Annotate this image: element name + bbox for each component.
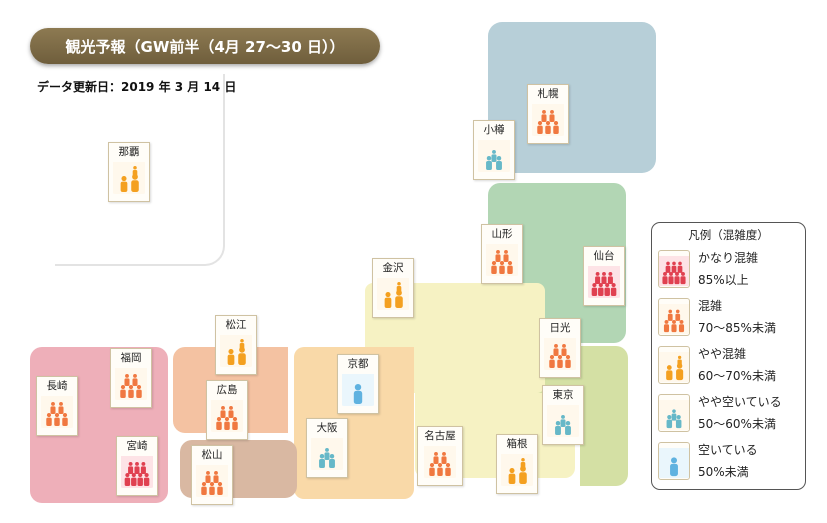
region-hokkaido	[488, 22, 656, 173]
city-card-nagoya[interactable]: 名古屋	[417, 426, 463, 486]
crowd-level-icon	[658, 442, 690, 480]
legend-item-somewhat-empty: やや空いている 50〜60%未満	[658, 391, 803, 437]
city-name: 名古屋	[424, 430, 456, 442]
crowd-level-icon	[500, 452, 534, 486]
city-card-nikko[interactable]: 日光	[539, 318, 581, 378]
legend-title: 凡例（混雑度）	[688, 228, 769, 242]
crowd-level-icon	[658, 298, 690, 336]
region-kanto-east	[580, 346, 628, 486]
crowd-level-icon	[658, 346, 690, 384]
crowd-level-icon	[310, 436, 344, 470]
page-title-bar: 観光予報（GW前半（4月 27〜30 日））	[30, 28, 380, 64]
legend-label: 空いている	[698, 443, 758, 457]
crowd-level-icon	[376, 276, 410, 310]
city-name: 京都	[347, 358, 369, 370]
city-card-hiroshima[interactable]: 広島	[206, 380, 248, 440]
crowd-level-icon	[477, 138, 511, 172]
city-name: 金沢	[382, 262, 404, 274]
city-name: 那覇	[118, 146, 140, 158]
legend-range: 60〜70%未満	[698, 369, 776, 383]
city-name: 大阪	[316, 422, 338, 434]
page-title: 観光予報（GW前半（4月 27〜30 日））	[65, 37, 345, 56]
city-card-naha[interactable]: 那覇	[108, 142, 150, 202]
crowd-level-icon	[546, 403, 580, 437]
city-card-matsuyama[interactable]: 松山	[191, 445, 233, 505]
crowd-level-icon	[531, 102, 565, 136]
city-card-kyoto[interactable]: 京都	[337, 354, 379, 414]
crowd-level-icon	[543, 336, 577, 370]
crowd-level-icon	[40, 394, 74, 428]
city-name: 松江	[225, 319, 247, 331]
city-name: 札幌	[537, 88, 559, 100]
city-card-kanazawa[interactable]: 金沢	[372, 258, 414, 318]
crowd-level-icon	[120, 454, 154, 488]
city-name: 松山	[201, 449, 223, 461]
city-card-matsue[interactable]: 松江	[215, 315, 257, 375]
legend-item-crowded: 混雑 70〜85%未満	[658, 295, 803, 341]
city-name: 東京	[552, 389, 574, 401]
city-card-sendai[interactable]: 仙台	[583, 246, 625, 306]
legend-label: かなり混雑	[698, 251, 759, 265]
crowd-level-icon	[112, 160, 146, 194]
city-card-fukuoka[interactable]: 福岡	[110, 348, 152, 408]
crowd-level-icon	[210, 398, 244, 432]
legend-range: 50〜60%未満	[698, 417, 776, 431]
crowd-level-icon	[485, 242, 519, 276]
city-name: 山形	[491, 228, 513, 240]
update-date: データ更新日：2019 年 3 月 14 日	[37, 80, 237, 94]
crowd-level-icon	[341, 372, 375, 406]
legend-label: やや空いている	[698, 395, 782, 409]
city-name: 長崎	[46, 380, 68, 392]
city-card-sapporo[interactable]: 札幌	[527, 84, 569, 144]
city-card-miyazaki[interactable]: 宮崎	[116, 436, 158, 496]
city-card-tokyo[interactable]: 東京	[542, 385, 584, 445]
legend-range: 85%以上	[698, 273, 749, 287]
legend-label: やや混雑	[698, 347, 747, 361]
city-card-otaru[interactable]: 小樽	[473, 120, 515, 180]
city-card-nagasaki[interactable]: 長崎	[36, 376, 78, 436]
crowd-level-icon	[423, 444, 457, 478]
city-card-osaka[interactable]: 大阪	[306, 418, 348, 478]
city-name: 日光	[549, 322, 571, 334]
city-name: 福岡	[120, 352, 142, 364]
city-name: 箱根	[506, 438, 528, 450]
legend-item-empty: 空いている 50%未満	[658, 439, 803, 485]
city-name: 小樽	[483, 124, 505, 136]
city-card-hakone[interactable]: 箱根	[496, 434, 538, 494]
crowd-level-icon	[219, 333, 253, 367]
city-card-yamagata[interactable]: 山形	[481, 224, 523, 284]
city-name: 仙台	[593, 250, 615, 262]
crowd-level-icon	[195, 463, 229, 497]
legend-item-somewhat-crowded: やや混雑 60〜70%未満	[658, 343, 803, 389]
okinawa-inset-frame	[55, 74, 225, 266]
legend-range: 70〜85%未満	[698, 321, 776, 335]
crowd-level-icon	[114, 366, 148, 400]
crowd-level-icon	[587, 264, 621, 298]
city-name: 広島	[216, 384, 238, 396]
city-name: 宮崎	[126, 440, 148, 452]
legend-label: 混雑	[698, 299, 723, 313]
legend-panel: 凡例（混雑度） かなり混雑 85%以上 混雑 70〜85%未満 やや混雑 60〜…	[651, 222, 806, 490]
legend-item-very-crowded: かなり混雑 85%以上	[658, 247, 803, 293]
crowd-level-icon	[658, 394, 690, 432]
legend-range: 50%未満	[698, 465, 749, 479]
crowd-level-icon	[658, 250, 690, 288]
